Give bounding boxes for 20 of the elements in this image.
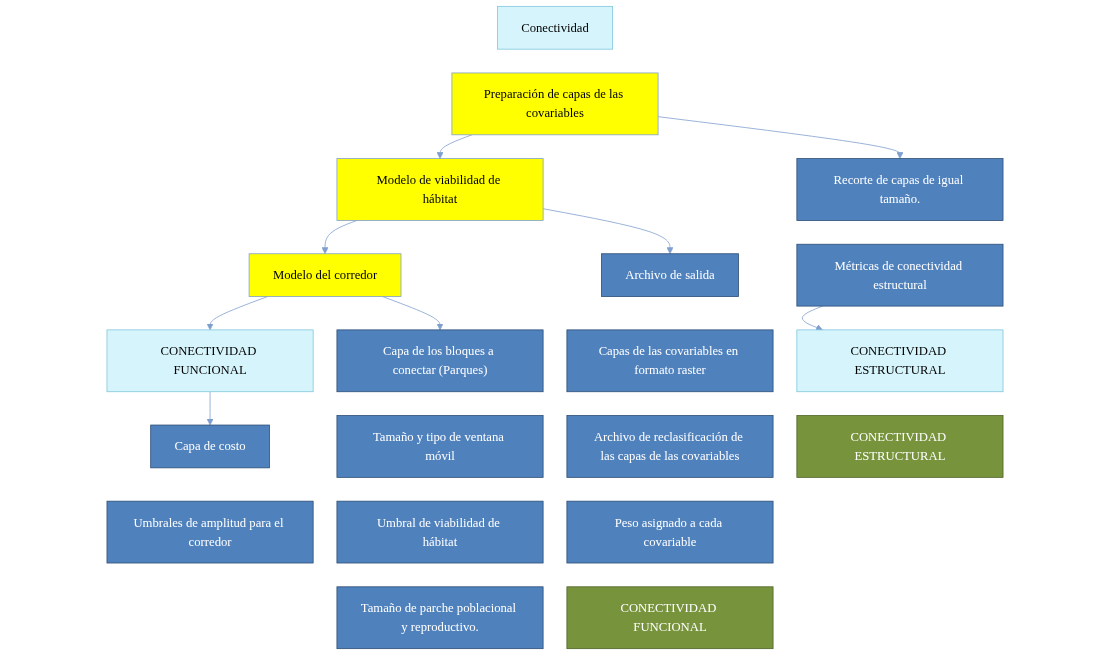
node-box: Modelo de viabilidad de hábitat xyxy=(336,158,544,221)
node-box: Modelo del corredor xyxy=(248,253,402,297)
node-box: CONECTIVIDAD ESTRUCTURAL xyxy=(796,329,1004,393)
node-box: Métricas de conectividad estructural xyxy=(796,243,1004,307)
node-box: Capa de costo xyxy=(150,424,270,469)
node-box: Conectividad xyxy=(497,5,613,50)
node-box: Capas de las covariables en formato raster xyxy=(566,329,774,393)
node-box: Umbrales de amplitud para el corredor xyxy=(106,500,314,564)
node-box: CONECTIVIDAD FUNCIONAL xyxy=(566,586,774,650)
node-box: CONECTIVIDAD FUNCIONAL xyxy=(106,329,314,393)
node-box: Capa de los bloques a conectar (Parques) xyxy=(336,329,544,393)
node-box: Peso asignado a cada covariable xyxy=(566,500,774,564)
node-box: Tamaño de parche poblacional y reproductivo. xyxy=(336,586,544,650)
node-box: Archivo de reclasificación de las capas de las covariables xyxy=(566,415,774,478)
node-box: CONECTIVIDAD ESTRUCTURAL xyxy=(796,415,1004,478)
node-box: Archivo de salida xyxy=(601,253,739,297)
node-box: Recorte de capas de igual tamaño. xyxy=(796,158,1004,221)
node-box: Tamaño y tipo de ventana móvil xyxy=(336,415,544,478)
node-box: Umbral de viabilidad de hábitat xyxy=(336,500,544,564)
node-box: Preparación de capas de las covariables xyxy=(451,72,659,136)
